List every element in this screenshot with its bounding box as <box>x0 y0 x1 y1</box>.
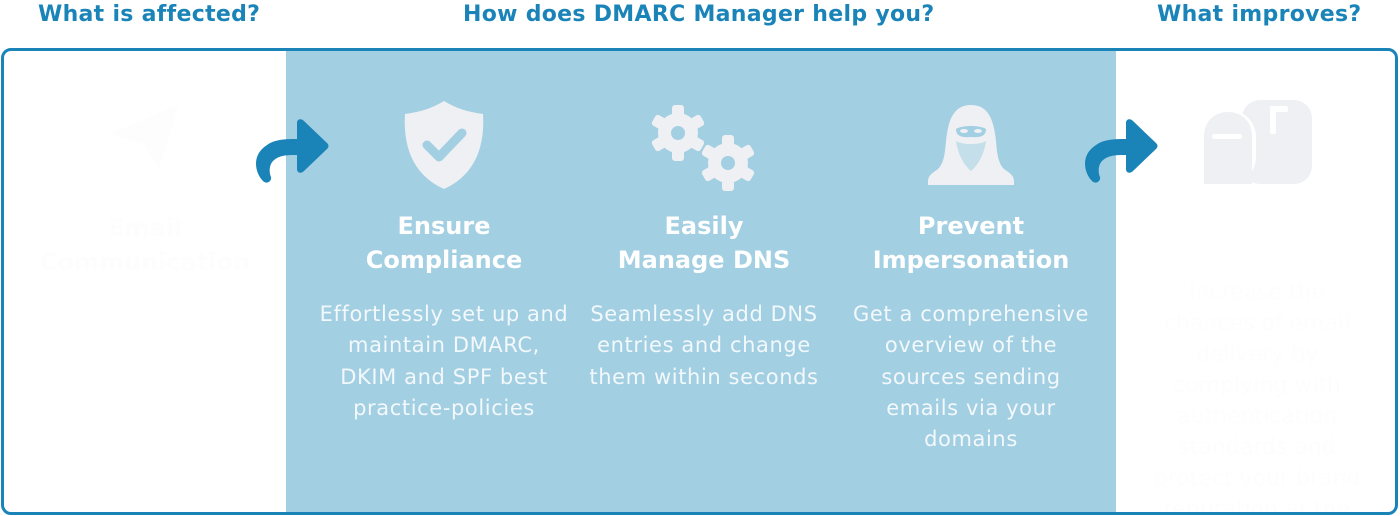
improves-panel: Increase the chances of email delivery b… <box>1116 51 1395 515</box>
feature-title: Easily Manage DNS <box>569 209 839 277</box>
feature-title-line: Ensure <box>397 212 491 240</box>
share-arrow-icon <box>1085 119 1158 183</box>
feature-description: Get a comprehensive overview of the sour… <box>853 302 1089 452</box>
hooded-hacker-icon <box>928 105 1014 185</box>
feature-title-line: Impersonation <box>872 246 1070 274</box>
feature-prevent-impersonation: Prevent Impersonation Get a comprehensiv… <box>836 51 1106 512</box>
feature-title: Prevent Impersonation <box>836 209 1106 277</box>
feature-title-line: Compliance <box>365 246 523 274</box>
heading-what-improves: What improves? <box>1157 2 1362 27</box>
affected-panel: Email Communication <box>4 51 286 512</box>
paper-plane-icon <box>109 104 179 169</box>
diagram-frame: Email Communication Ensure Compliance Ef… <box>1 48 1398 515</box>
feature-description: Seamlessly add DNS entries and change th… <box>589 302 819 389</box>
feature-title-line: Manage DNS <box>617 246 791 274</box>
affected-title: Email Communication <box>39 214 251 276</box>
share-arrow-icon <box>256 119 329 183</box>
heading-what-is-affected: What is affected? <box>38 2 261 27</box>
feature-title-line: Easily <box>664 212 744 240</box>
improves-description: Increase the chances of email delivery b… <box>1153 280 1361 515</box>
feature-title: Ensure Compliance <box>309 209 579 277</box>
feature-manage-dns: Easily Manage DNS Seamlessly add DNS ent… <box>569 51 839 512</box>
feature-description: Effortlessly set up and maintain DMARC, … <box>319 302 569 420</box>
mailbox-icon <box>1202 100 1312 184</box>
feature-ensure-compliance: Ensure Compliance Effortlessly set up an… <box>309 51 579 512</box>
gears-icon <box>651 105 755 191</box>
feature-title-line: Prevent <box>917 212 1025 240</box>
heading-how-dmarc-helps: How does DMARC Manager help you? <box>463 2 935 27</box>
shield-check-icon <box>404 101 484 189</box>
